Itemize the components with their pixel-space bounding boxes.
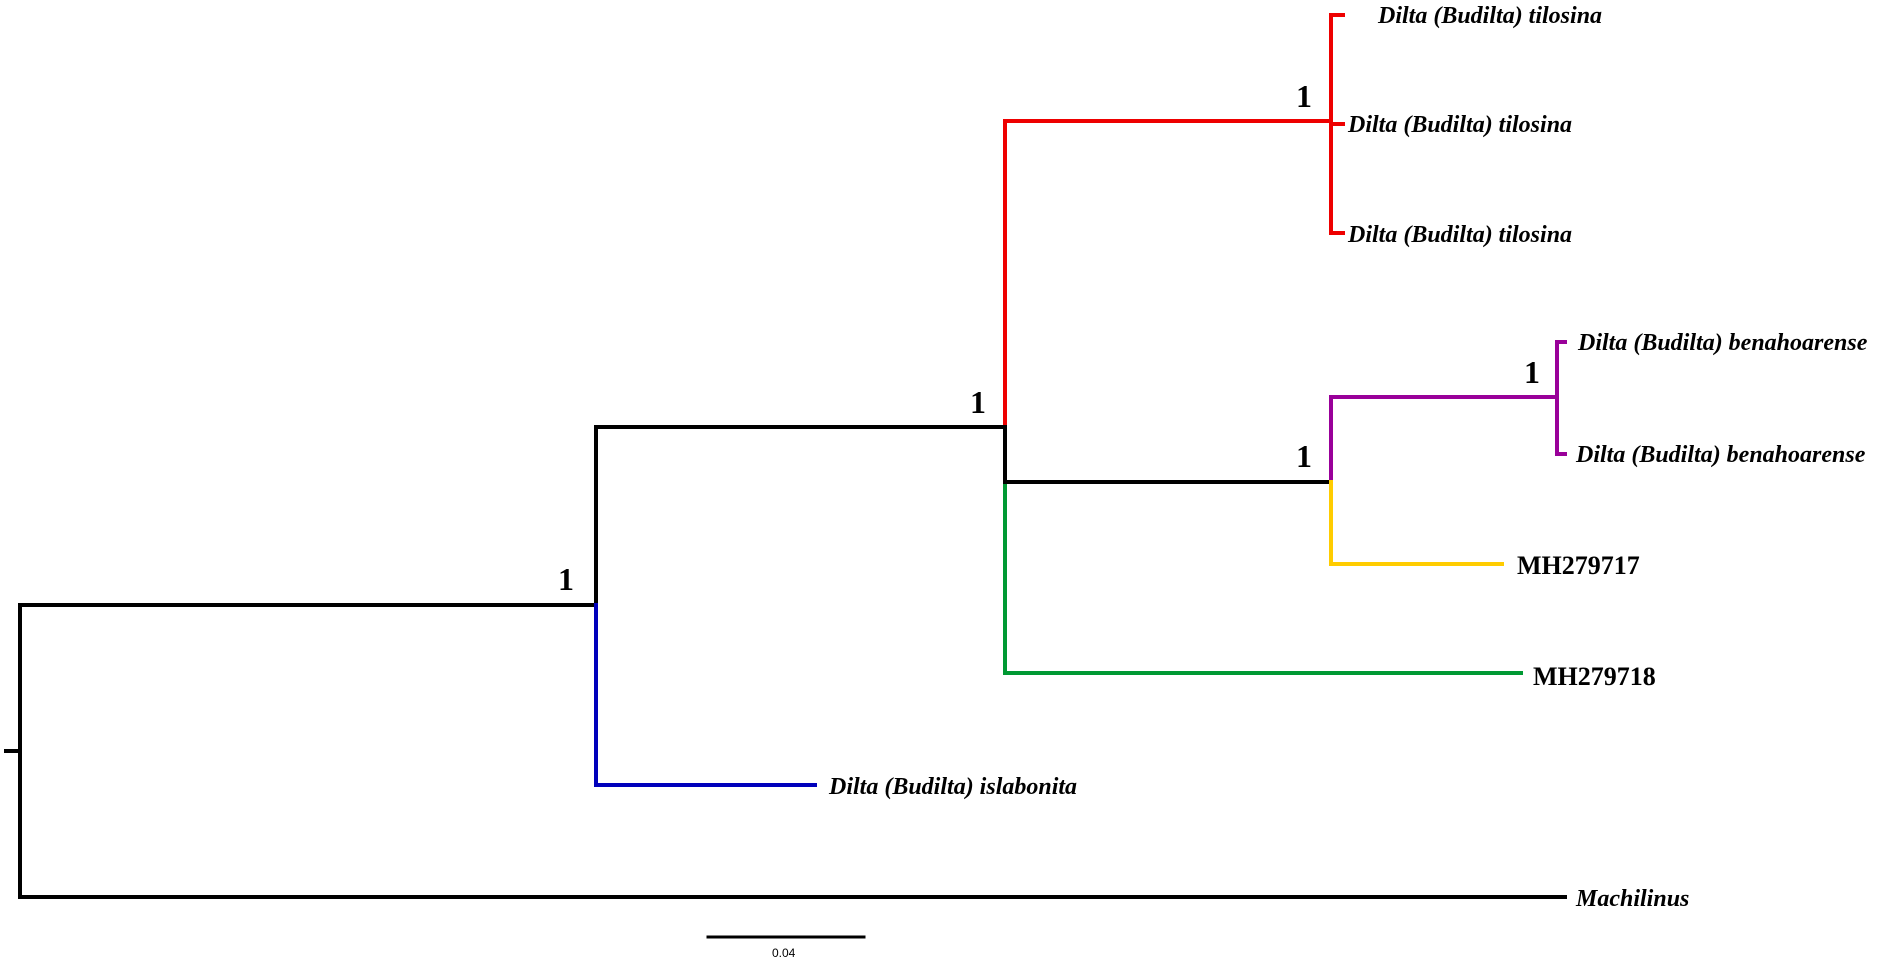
tip-label-tilosina-3: Dilta (Budilta) tilosina [1347,222,1572,248]
tip-label-benahoarense-2: Dilta (Budilta) benahoarense [1575,442,1866,468]
support-benahoarense-mh279717-node: 1 [1296,438,1312,474]
tip-label-tilosina-1: Dilta (Budilta) tilosina [1377,3,1602,29]
tip-label-mh279718: MH279718 [1533,662,1656,691]
tip-label-tilosina-2: Dilta (Budilta) tilosina [1347,112,1572,138]
support-tilosina-node: 1 [1296,78,1312,114]
tip-label-benahoarense-1: Dilta (Budilta) benahoarense [1577,330,1868,356]
tip-label-machilinus: Machilinus [1575,886,1689,912]
support-ingroup-node: 1 [558,561,574,597]
support-benahoarense-node: 1 [1524,354,1540,390]
support-budilta-main-node: 1 [970,384,986,420]
tip-label-islabonita: Dilta (Budilta) islabonita [828,774,1077,800]
scale-bar-label: 0.04 [772,946,796,959]
tip-label-mh279717: MH279717 [1517,551,1640,580]
